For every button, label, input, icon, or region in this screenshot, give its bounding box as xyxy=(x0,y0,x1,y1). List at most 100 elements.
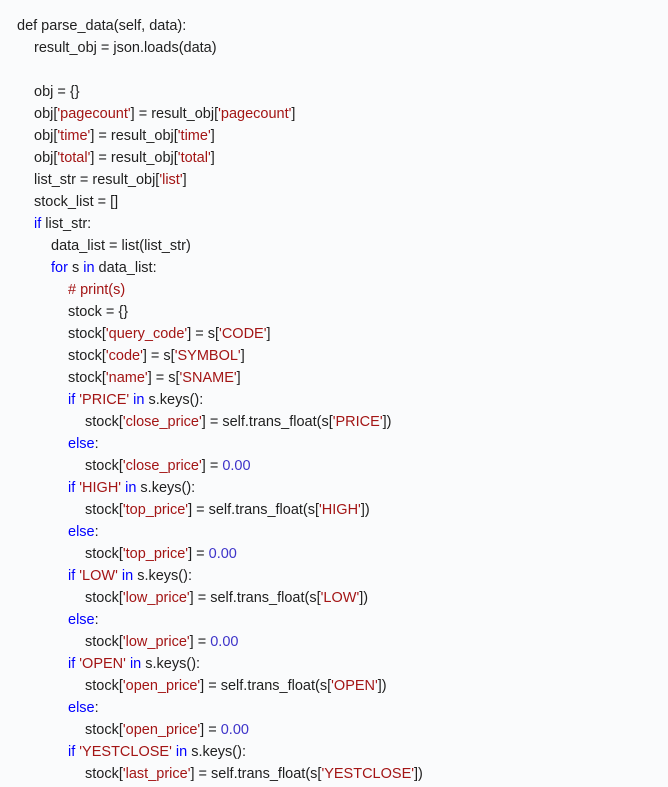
code-token: : xyxy=(94,612,99,628)
code-token: else xyxy=(68,612,95,628)
code-line: stock['open_price'] = 0.00 xyxy=(0,719,668,741)
code-token: 0.00 xyxy=(220,722,249,738)
code-token: 'low_price' xyxy=(122,634,190,650)
code-token: ] = xyxy=(189,634,211,650)
code-token: ] = s[ xyxy=(142,348,175,364)
code-token: stock[ xyxy=(85,590,123,606)
code-token: 'total' xyxy=(177,150,211,166)
code-token: in xyxy=(175,744,188,760)
code-line: data_list = list(list_str) xyxy=(0,235,668,257)
code-line: stock['open_price'] = self.trans_float(s… xyxy=(0,675,668,697)
code-token: ] xyxy=(291,106,296,122)
code-token: if xyxy=(68,568,76,584)
code-token: 'YESTCLOSE' xyxy=(321,766,415,782)
code-token: if xyxy=(68,656,76,672)
code-token: result_obj = json.loads(data) xyxy=(34,40,217,56)
code-line: stock['last_price'] = self.trans_float(s… xyxy=(0,763,668,785)
code-token: obj[ xyxy=(34,150,58,166)
code-token: ] xyxy=(210,128,215,144)
code-line: stock['top_price'] = self.trans_float(s[… xyxy=(0,499,668,521)
code-token: 'open_price' xyxy=(122,678,201,694)
code-line: if 'HIGH' in s.keys(): xyxy=(0,477,668,499)
code-line: else: xyxy=(0,521,668,543)
code-token: ] = result_obj[ xyxy=(90,150,178,166)
code-token: 'open_price' xyxy=(122,722,201,738)
code-token: data_list = list(list_str) xyxy=(51,238,191,254)
code-token: if xyxy=(68,480,76,496)
code-token: ] xyxy=(182,172,187,188)
code-token: 'name' xyxy=(105,370,148,386)
code-token: 'YESTCLOSE' xyxy=(79,744,172,760)
code-token: : xyxy=(94,700,99,716)
code-line: stock = {} xyxy=(0,301,668,323)
code-token: ] = result_obj[ xyxy=(130,106,219,122)
code-token: 'LOW' xyxy=(79,568,118,584)
code-token: in xyxy=(83,260,95,276)
code-token: stock[ xyxy=(68,348,106,364)
code-line: obj = {} xyxy=(0,81,668,103)
code-token: else xyxy=(68,700,95,716)
code-token: if xyxy=(68,744,76,760)
code-line: stock['close_price'] = self.trans_float(… xyxy=(0,411,668,433)
code-line: obj['time'] = result_obj['time'] xyxy=(0,125,668,147)
code-token: 'close_price' xyxy=(122,458,202,474)
code-token: # print(s) xyxy=(68,282,126,298)
code-token: s xyxy=(67,260,84,276)
code-token: 'PRICE' xyxy=(79,392,130,408)
code-token: 0.00 xyxy=(222,458,251,474)
code-token: in xyxy=(125,480,137,496)
code-token: list_str: xyxy=(41,216,92,232)
code-token: in xyxy=(133,392,145,408)
code-line: if list_str: xyxy=(0,213,668,235)
code-token: def parse_data(self, data): xyxy=(17,18,187,34)
code-token: 'top_price' xyxy=(122,546,189,562)
code-token: 'last_price' xyxy=(122,766,191,782)
code-token: stock_list = [] xyxy=(34,194,119,210)
code-token: 'PRICE' xyxy=(332,414,383,430)
code-token: : xyxy=(94,436,99,452)
code-line: if 'PRICE' in s.keys(): xyxy=(0,389,668,411)
code-token: 'low_price' xyxy=(122,590,190,606)
code-line: obj['pagecount'] = result_obj['pagecount… xyxy=(0,103,668,125)
code-token: ] = xyxy=(200,722,221,738)
code-token: ]) xyxy=(377,678,387,694)
code-token: ] xyxy=(240,348,245,364)
code-line: stock_list = [] xyxy=(0,191,668,213)
code-line: list_str = result_obj['list'] xyxy=(0,169,668,191)
code-token: 'time' xyxy=(57,128,91,144)
code-token: if xyxy=(34,216,42,232)
code-token: else xyxy=(68,436,95,452)
code-token: s.keys(): xyxy=(133,568,192,584)
code-token: s.keys(): xyxy=(141,656,201,672)
code-token: 0.00 xyxy=(208,546,237,562)
code-line: def parse_data(self, data): xyxy=(0,15,668,37)
code-token: 'query_code' xyxy=(105,326,188,342)
code-token: 'LOW' xyxy=(320,590,360,606)
code-token: in xyxy=(121,568,134,584)
code-token: ] xyxy=(236,370,241,386)
code-token: ] xyxy=(210,150,215,166)
code-token: obj[ xyxy=(34,128,58,144)
code-token: ] = self.trans_float(s[ xyxy=(190,766,322,782)
code-token: else xyxy=(68,524,95,540)
code-line: if 'LOW' in s.keys(): xyxy=(0,565,668,587)
code-token: 'OPEN' xyxy=(79,656,126,672)
code-token: 'top_price' xyxy=(122,502,189,518)
code-token: 'close_price' xyxy=(122,414,202,430)
code-token: ] = s[ xyxy=(187,326,220,342)
code-token: ] = result_obj[ xyxy=(90,128,178,144)
code-token: 'HIGH' xyxy=(319,502,361,518)
code-token: ] = s[ xyxy=(147,370,180,386)
code-token: stock[ xyxy=(85,414,123,430)
code-line: for s in data_list: xyxy=(0,257,668,279)
code-line: stock['close_price'] = 0.00 xyxy=(0,455,668,477)
code-token: 'code' xyxy=(105,348,143,364)
code-line xyxy=(0,59,668,81)
code-line: else: xyxy=(0,609,668,631)
code-line: stock['low_price'] = 0.00 xyxy=(0,631,668,653)
code-token: stock = {} xyxy=(68,304,129,320)
code-token: s.keys(): xyxy=(144,392,204,408)
code-token: stock[ xyxy=(85,722,123,738)
code-token: 'OPEN' xyxy=(331,678,378,694)
